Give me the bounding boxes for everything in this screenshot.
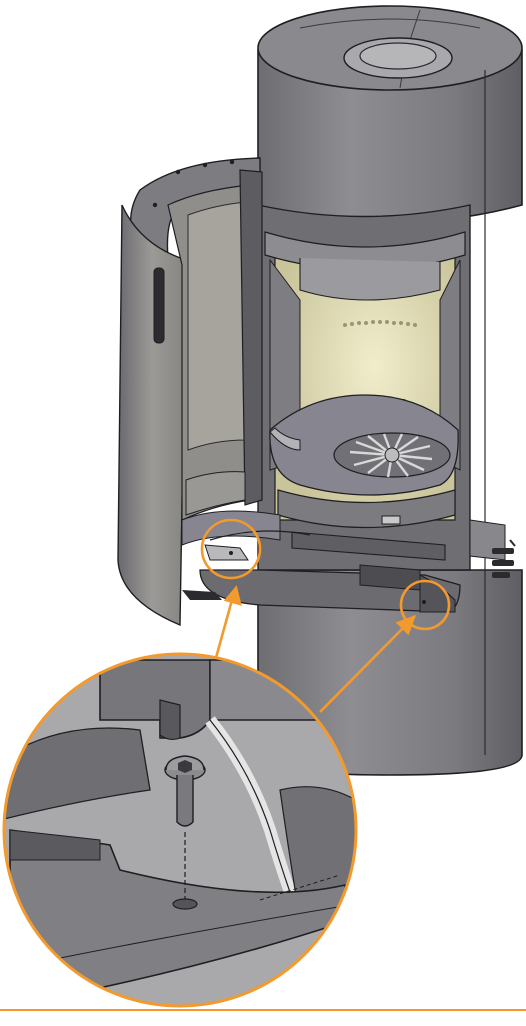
leader-arrows bbox=[212, 585, 417, 713]
callout-circle-right bbox=[399, 579, 451, 631]
callout-circle-left bbox=[200, 518, 262, 580]
door-outer-shell bbox=[117, 204, 187, 627]
ash-lip bbox=[277, 489, 456, 529]
flue-opening bbox=[359, 42, 437, 70]
hinge-arc bbox=[209, 530, 311, 541]
screw-icon bbox=[164, 755, 206, 827]
magnified-detail bbox=[2, 652, 358, 1008]
footer-rule bbox=[0, 1009, 526, 1011]
screw-hole bbox=[172, 898, 198, 910]
air-holes bbox=[343, 320, 417, 327]
stove-body bbox=[199, 5, 523, 776]
air-control-levers bbox=[492, 548, 514, 578]
door-handle bbox=[153, 267, 165, 344]
open-door bbox=[117, 157, 281, 627]
